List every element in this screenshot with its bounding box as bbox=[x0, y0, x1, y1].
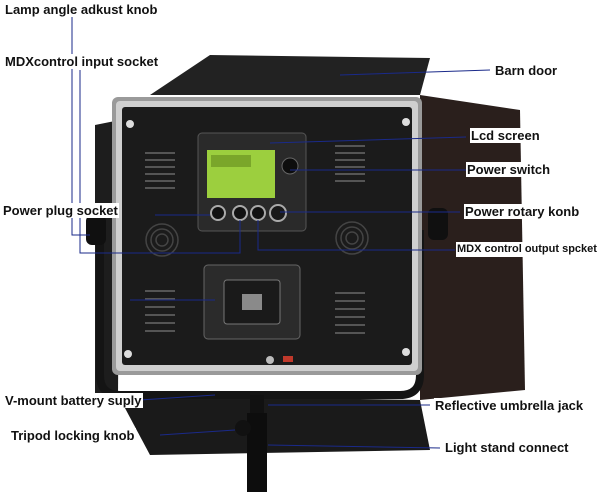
vent-upper-right bbox=[335, 145, 365, 182]
label-light-stand-connect: Light stand connect bbox=[444, 440, 570, 455]
side-knob-right bbox=[428, 208, 448, 240]
label-power-plug-socket: Power plug socket bbox=[2, 203, 119, 218]
vent-lower-right bbox=[335, 292, 365, 334]
vent-upper-left bbox=[145, 152, 175, 189]
vent-lower-left bbox=[145, 290, 175, 332]
mdx-output-socket[interactable] bbox=[250, 205, 266, 221]
label-tripod-locking-knob: Tripod locking knob bbox=[10, 428, 136, 443]
label-lamp-angle-knob: Lamp angle adkust knob bbox=[4, 2, 159, 17]
label-umbrella-jack: Reflective umbrella jack bbox=[434, 398, 585, 413]
barn-door-bottom bbox=[118, 395, 430, 455]
label-power-rotary-knob: Power rotary konb bbox=[464, 204, 581, 219]
leader-lines bbox=[71, 17, 491, 449]
power-rotary-knob[interactable] bbox=[269, 204, 287, 222]
umbrella-jack[interactable] bbox=[250, 395, 264, 413]
mdx-input-socket[interactable] bbox=[232, 205, 248, 221]
fan-grill-left bbox=[145, 223, 179, 257]
power-plug-socket[interactable] bbox=[210, 205, 226, 221]
barn-door-top bbox=[150, 55, 430, 95]
side-knob-left bbox=[86, 215, 106, 245]
power-switch-button[interactable] bbox=[281, 157, 299, 175]
label-mdx-input-socket: MDXcontrol input socket bbox=[4, 54, 160, 69]
light-stand bbox=[247, 413, 267, 492]
tripod-locking-knob-shape[interactable] bbox=[235, 420, 251, 436]
fan-grill-right bbox=[335, 221, 369, 255]
label-power-switch: Power switch bbox=[466, 162, 552, 177]
label-barn-door: Barn door bbox=[494, 63, 559, 78]
label-vmount-battery: V-mount battery suply bbox=[4, 393, 143, 408]
label-mdx-output-socket: MDX control output spcket bbox=[456, 242, 598, 257]
label-lcd-screen: Lcd screen bbox=[470, 128, 541, 143]
